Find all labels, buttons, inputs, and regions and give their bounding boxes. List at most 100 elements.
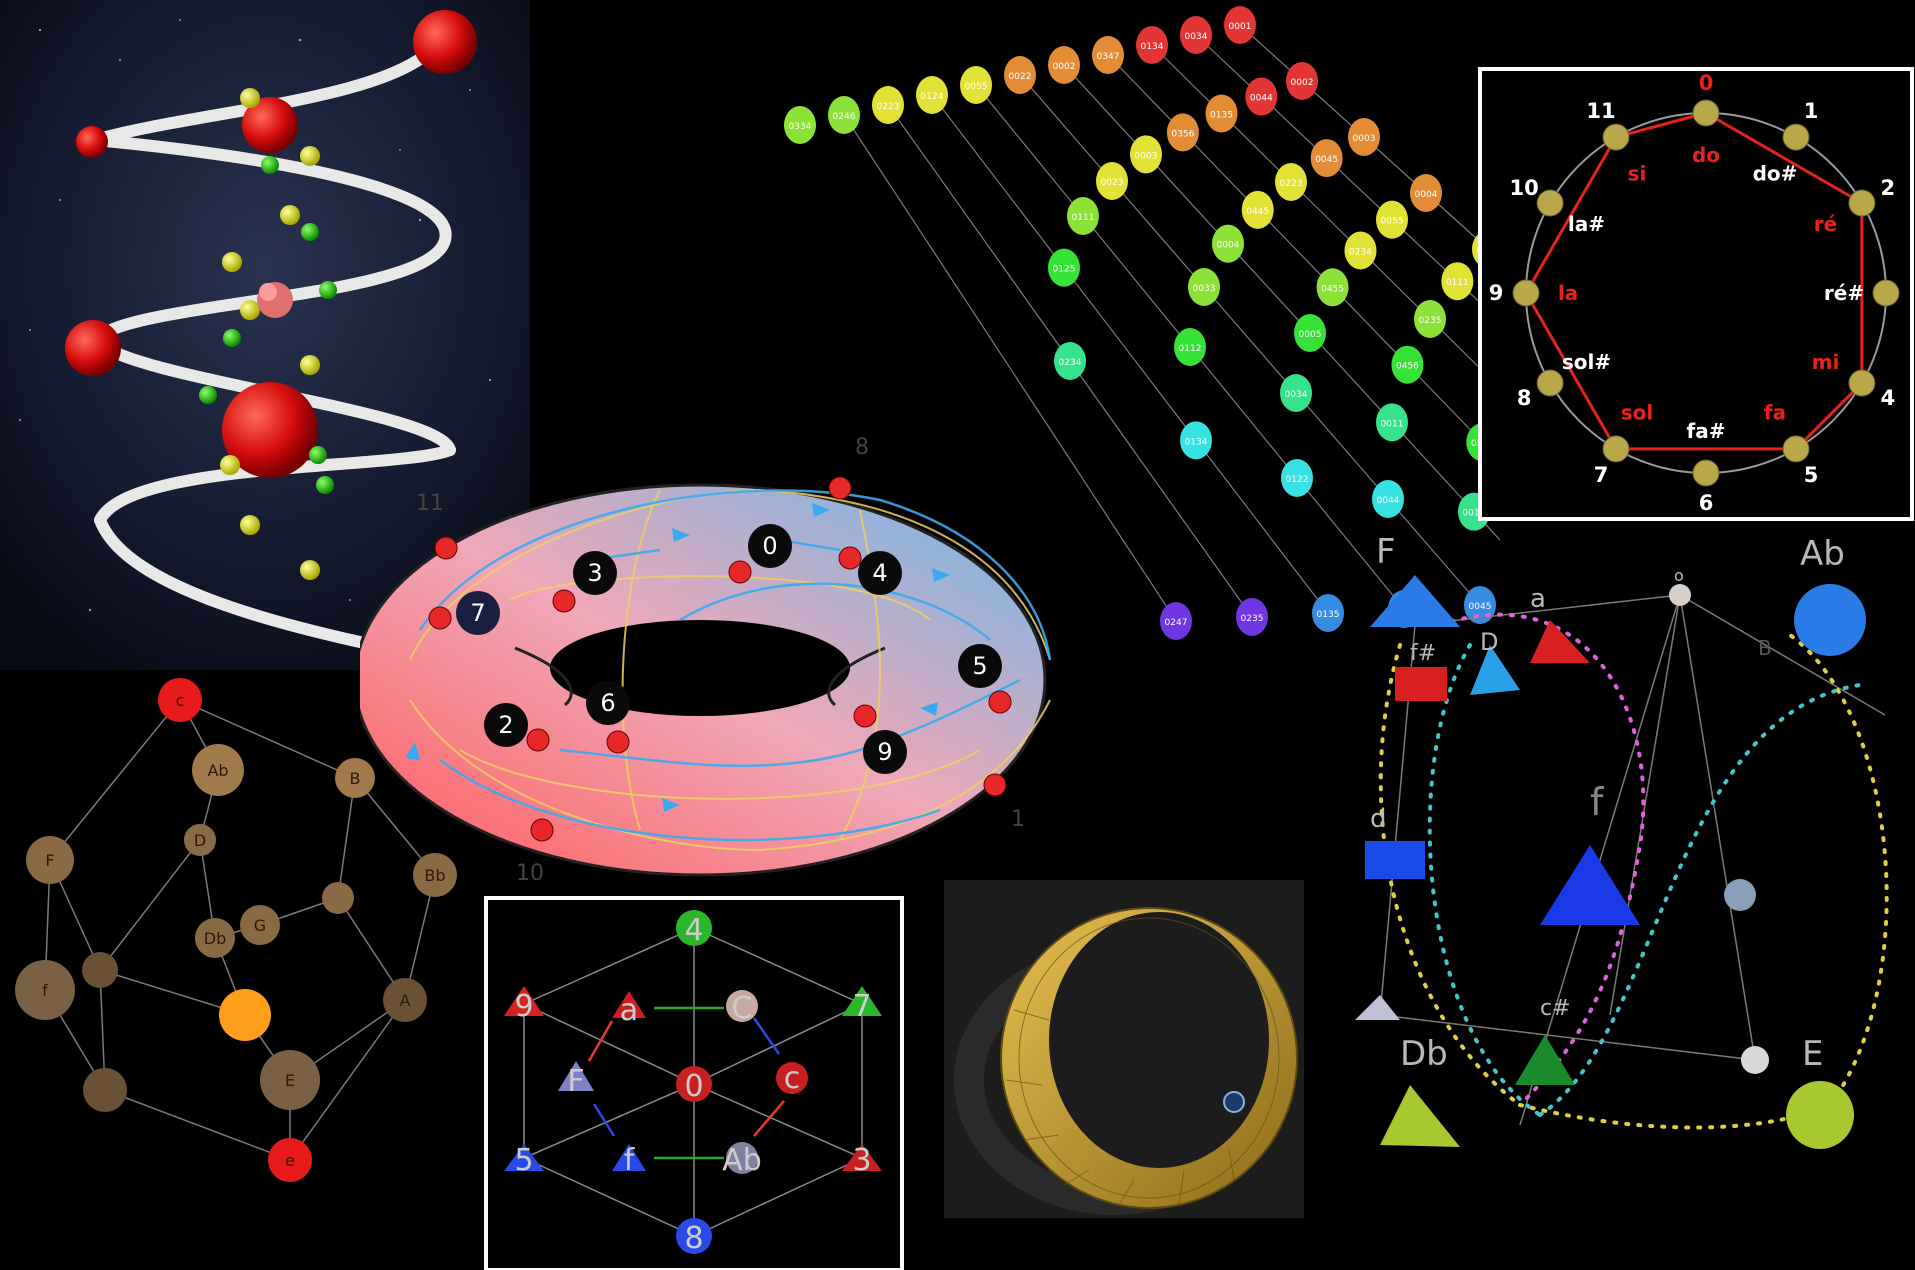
lattice-sphere: 0004 bbox=[1212, 224, 1244, 263]
clock-node-8 bbox=[1536, 369, 1564, 397]
lattice-sphere-label: 0112 bbox=[1179, 344, 1202, 354]
lattice-sphere: 0003 bbox=[1130, 135, 1162, 174]
lattice-sphere-label: 0111 bbox=[1072, 213, 1095, 223]
lattice-sphere: 0247 bbox=[1160, 602, 1192, 640]
svg-text:8: 8 bbox=[855, 435, 869, 460]
clock-note-la: la bbox=[1558, 281, 1578, 305]
torus-number-5: 5 bbox=[958, 644, 1002, 688]
svg-text:Db: Db bbox=[1400, 1034, 1448, 1074]
lattice-sphere: 0112 bbox=[1174, 328, 1206, 366]
torus-number-2: 2 bbox=[484, 703, 528, 747]
lattice-sphere-label: 0005 bbox=[1299, 330, 1322, 340]
tonnetz-chord-a: a bbox=[612, 991, 646, 1028]
lattice-edge bbox=[1227, 243, 1311, 334]
clock-number-5: 5 bbox=[1804, 463, 1819, 487]
lattice-sphere: 0001 bbox=[1224, 6, 1256, 44]
lattice-sphere-label: 0004 bbox=[1415, 190, 1438, 200]
lattice-sphere-label: 0247 bbox=[1165, 618, 1188, 628]
lattice-edge bbox=[1332, 286, 1408, 366]
lattice-edge bbox=[1195, 439, 1329, 614]
torus-arrows bbox=[405, 503, 950, 812]
tonnetz-node-4: 4 bbox=[676, 910, 712, 948]
tonnetz-node-9: 9 bbox=[504, 986, 544, 1024]
lattice-edge bbox=[1257, 209, 1334, 288]
lattice-sphere-label: 0125 bbox=[1053, 265, 1076, 275]
lattice-edge bbox=[1063, 267, 1197, 441]
lattice-sphere-label: 0011 bbox=[1381, 419, 1404, 429]
mobius-panel bbox=[944, 880, 1304, 1218]
tonnetz-chord-c: c bbox=[776, 1061, 808, 1096]
lattice-sphere: 0456 bbox=[1391, 345, 1424, 384]
clock-number-3: 3 bbox=[1909, 281, 1914, 305]
clock-number-1: 1 bbox=[1804, 99, 1819, 123]
lattice-sphere: 0124 bbox=[916, 76, 948, 114]
lattice-sphere-label: 0044 bbox=[1377, 496, 1400, 506]
tonnetz-chord-Ab: Ab bbox=[722, 1142, 762, 1178]
lattice-edge bbox=[1296, 477, 1405, 610]
tonnetz-chord-F: F bbox=[558, 1061, 594, 1099]
lattice-sphere: 0223 bbox=[872, 86, 904, 124]
svg-text:7: 7 bbox=[852, 989, 871, 1024]
lattice-edge bbox=[887, 104, 1071, 362]
lattice-sphere: 0055 bbox=[960, 66, 992, 104]
lattice-sphere-label: 0234 bbox=[1059, 358, 1082, 368]
lattice-edge bbox=[1387, 498, 1481, 606]
lattice-sphere-label: 0034 bbox=[1285, 390, 1308, 400]
svg-text:B: B bbox=[1758, 636, 1772, 660]
mobius-band-inner bbox=[1049, 912, 1269, 1168]
lattice-sphere: 0135 bbox=[1312, 594, 1344, 632]
lattice-sphere: 0235 bbox=[1236, 598, 1268, 636]
lattice-sphere-label: 0235 bbox=[1241, 614, 1264, 624]
lattice-sphere: 0122 bbox=[1281, 459, 1313, 497]
clock-note-sol: sol bbox=[1621, 401, 1654, 425]
lattice-sphere-label: 0122 bbox=[1286, 475, 1309, 485]
lattice-sphere-label: 0045 bbox=[1315, 155, 1338, 165]
clock-note-sharp-6: fa# bbox=[1687, 419, 1726, 443]
lattice-sphere: 0011 bbox=[1376, 403, 1408, 442]
cube-nodes bbox=[15, 678, 457, 1182]
svg-text:F: F bbox=[1376, 532, 1396, 572]
lattice-sphere-label: 0003 bbox=[1353, 134, 1376, 144]
clock-node-10 bbox=[1536, 189, 1564, 217]
lattice-sphere-label: 0223 bbox=[1280, 179, 1303, 189]
svg-text:3: 3 bbox=[587, 559, 602, 587]
lattice-sphere: 0234 bbox=[1344, 231, 1377, 270]
lattice-sphere-label: 0022 bbox=[1009, 72, 1032, 82]
clock-note-sharp-1: do# bbox=[1753, 161, 1798, 185]
lattice-edge bbox=[1391, 421, 1475, 513]
svg-text:3: 3 bbox=[852, 1143, 871, 1178]
polytope-panel: F Ab a D f# B d f c# Db E o bbox=[1355, 532, 1889, 1149]
torus-outer-numbers: 8 11 1 10 bbox=[416, 435, 1025, 886]
lattice-sphere: 0347 bbox=[1092, 36, 1124, 74]
tonnetz-edges bbox=[523, 927, 863, 1237]
svg-text:f: f bbox=[624, 1143, 636, 1178]
svg-text:9: 9 bbox=[514, 989, 533, 1024]
svg-text:a: a bbox=[620, 993, 638, 1028]
lattice-edge bbox=[1473, 511, 1500, 541]
svg-text:0: 0 bbox=[684, 1069, 703, 1104]
clock-node-7 bbox=[1602, 435, 1630, 463]
svg-text:A: A bbox=[400, 991, 411, 1010]
lattice-sphere: 0134 bbox=[1136, 26, 1168, 64]
polytope-edges bbox=[1379, 594, 1886, 1126]
lattice-sphere-label: 0246 bbox=[833, 112, 856, 122]
lattice-sphere-label: 0002 bbox=[1053, 62, 1076, 72]
lattice-sphere-label: 0347 bbox=[1097, 52, 1120, 62]
lattice-sphere: 0234 bbox=[1054, 342, 1086, 380]
lattice-sphere-label: 0023 bbox=[1101, 178, 1124, 188]
lattice-sphere-label: 0135 bbox=[1210, 111, 1233, 121]
clock-number-0: 0 bbox=[1699, 71, 1714, 95]
lattice-sphere-label: 0044 bbox=[1250, 94, 1273, 104]
lattice-sphere-label: 0004 bbox=[1217, 241, 1240, 251]
clock-note-sharp-3: ré# bbox=[1824, 281, 1864, 305]
lattice-sphere: 0002 bbox=[1048, 46, 1080, 84]
lattice-sphere: 0003 bbox=[1348, 118, 1380, 156]
svg-text:6: 6 bbox=[600, 689, 615, 717]
lattice-sphere: 0111 bbox=[1067, 197, 1099, 235]
svg-text:B: B bbox=[350, 769, 361, 788]
lattice-sphere-label: 0445 bbox=[1246, 207, 1269, 217]
tonnetz-chord-f: f bbox=[612, 1143, 646, 1178]
polytope-labels: F Ab a D f# B d f c# Db E o bbox=[1370, 532, 1845, 1074]
clock-number-4: 4 bbox=[1881, 386, 1896, 410]
clock-number-6: 6 bbox=[1699, 491, 1714, 515]
